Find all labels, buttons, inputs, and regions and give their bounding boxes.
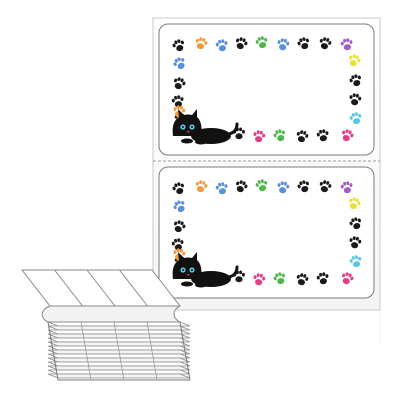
stack-layer — [47, 337, 191, 343]
stack-panel-divider — [86, 269, 116, 307]
stack-layer — [47, 325, 191, 331]
stack-layer — [47, 373, 191, 379]
stack-layer — [47, 365, 191, 371]
stack-panel-divider — [80, 321, 92, 381]
stack-panel-divider — [54, 269, 83, 307]
stack-layer — [47, 369, 191, 375]
stack-panel-divider — [113, 321, 125, 381]
stack-layer — [47, 345, 191, 351]
stack-panel-divider — [146, 321, 158, 381]
paw-frame-bottom — [171, 178, 364, 288]
sheet-reflection — [152, 310, 381, 345]
label-stack — [20, 269, 191, 381]
stack-layer — [47, 353, 191, 359]
stack-layer — [47, 357, 191, 363]
stack-layer — [47, 329, 191, 335]
black-cat-icon — [172, 109, 239, 145]
stack-layer — [47, 333, 191, 339]
stack-curl — [41, 305, 181, 323]
label-bottom — [158, 166, 375, 299]
stack-top-cells — [54, 269, 158, 381]
stack-layers — [47, 321, 191, 381]
black-cat-icon — [172, 252, 239, 288]
paw-frame-top — [171, 35, 364, 145]
stack-layer — [47, 361, 191, 367]
stack-layer — [47, 321, 191, 327]
label-top — [158, 23, 375, 156]
stack-layer — [47, 341, 191, 347]
stack-panel-divider — [119, 269, 148, 307]
